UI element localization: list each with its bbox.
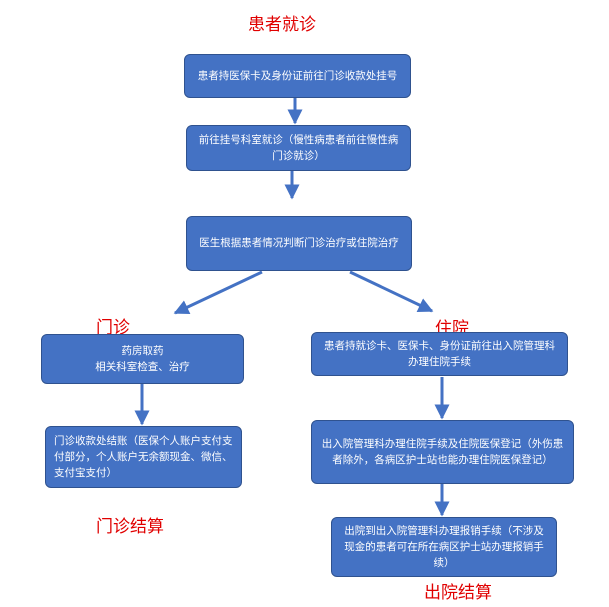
- inpatient-discharge-text: 出院到出入院管理科办理报销手续（不涉及现金的患者可在所在病区护士站办理报销手续）: [344, 524, 544, 570]
- inpatient-settlement-label: 出院结算: [424, 583, 492, 603]
- step-register: 患者持医保卡及身份证前往门诊收款处挂号: [184, 54, 411, 98]
- branch-label-outpatient: 门诊: [96, 318, 130, 338]
- inpatient-admission: 患者持就诊卡、医保卡、身份证前往出入院管理科办理住院手续: [311, 332, 568, 376]
- inpatient-insurance-register: 出入院管理科办理住院手续及住院医保登记（外伤患者除外，各病区护士站也能办理住院医…: [311, 420, 574, 484]
- step-decide-text: 医生根据患者情况判断门诊治疗或住院治疗: [199, 237, 399, 250]
- diagram-title: 患者就诊: [248, 15, 316, 35]
- outpatient-treatment: 药房取药 相关科室检查、治疗: [41, 334, 244, 384]
- outpatient-payment-text: 门诊收款处结账（医保个人账户支付支付部分，个人账户无余额现金、微信、支付宝支付）: [54, 434, 233, 480]
- arrow-decide-to-outpatient: [173, 270, 263, 315]
- inpatient-insurance-register-text: 出入院管理科办理住院手续及住院医保登记（外伤患者除外，各病区护士站也能办理住院医…: [321, 437, 564, 466]
- arrow-decide-to-inpatient: [349, 270, 434, 313]
- outpatient-payment: 门诊收款处结账（医保个人账户支付支付部分，个人账户无余额现金、微信、支付宝支付）: [45, 426, 242, 488]
- inpatient-discharge: 出院到出入院管理科办理报销手续（不涉及现金的患者可在所在病区护士站办理报销手续）: [331, 517, 557, 577]
- outpatient-treatment-line1: 药房取药: [121, 344, 164, 357]
- step-visit: 前往挂号科室就诊（慢性病患者前往慢性病门诊就诊）: [186, 125, 411, 171]
- step-register-text: 患者持医保卡及身份证前往门诊收款处挂号: [197, 69, 398, 82]
- outpatient-settlement-label: 门诊结算: [96, 517, 164, 537]
- step-visit-text: 前往挂号科室就诊（慢性病患者前往慢性病门诊就诊）: [198, 133, 399, 162]
- outpatient-treatment-line2: 相关科室检查、治疗: [95, 361, 190, 373]
- step-decide: 医生根据患者情况判断门诊治疗或住院治疗: [186, 216, 412, 271]
- inpatient-admission-text: 患者持就诊卡、医保卡、身份证前往出入院管理科办理住院手续: [324, 339, 555, 368]
